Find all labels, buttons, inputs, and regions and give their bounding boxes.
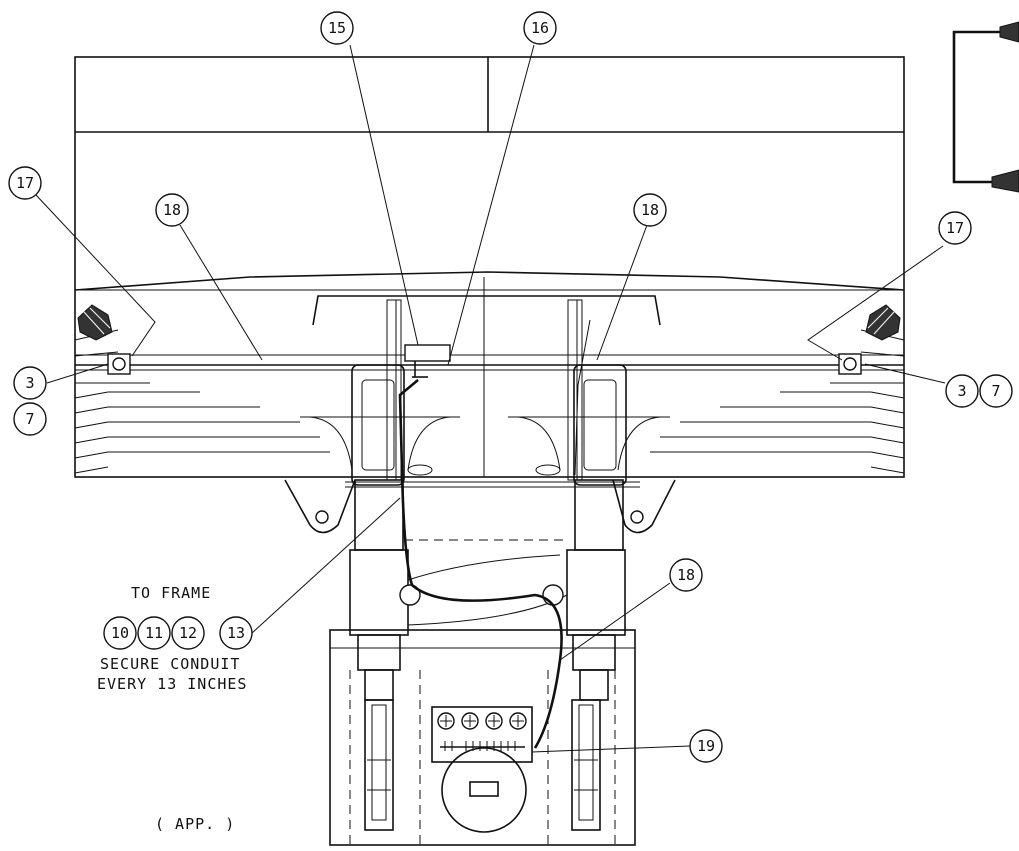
right-lug xyxy=(612,479,676,534)
callout-7-right: 7 xyxy=(979,374,1013,408)
left-pivot-arm xyxy=(349,364,409,701)
callout-12: 12 xyxy=(171,616,205,650)
terminal-strip xyxy=(431,706,533,763)
right-louvers xyxy=(650,329,905,474)
horn-brackets xyxy=(300,416,670,476)
callout-17-right: 17 xyxy=(938,211,972,245)
svg-text:10: 10 xyxy=(111,624,129,642)
callout-3-right: 3 xyxy=(945,374,979,408)
left-lug xyxy=(284,479,356,534)
housing-bottom-rail xyxy=(345,481,640,488)
callout-10: 10 xyxy=(103,616,137,650)
callout-11: 11 xyxy=(137,616,171,650)
svg-text:15: 15 xyxy=(328,19,346,37)
note-to-frame: TO FRAME xyxy=(131,584,211,602)
cross-member xyxy=(399,539,568,626)
svg-text:13: 13 xyxy=(227,624,245,642)
svg-text:17: 17 xyxy=(16,174,34,192)
right-corner-lamp xyxy=(865,304,901,341)
svg-text:3: 3 xyxy=(957,382,966,400)
callout-18-right: 18 xyxy=(633,193,667,227)
right-pivot-arm xyxy=(566,364,627,701)
note-secure-conduit-line2: EVERY 13 INCHES xyxy=(97,675,247,693)
callout-18-lower: 18 xyxy=(669,558,703,592)
callout-13: 13 xyxy=(219,616,253,650)
svg-text:19: 19 xyxy=(697,737,715,755)
svg-text:12: 12 xyxy=(179,624,197,642)
left-corner-lamp xyxy=(77,304,113,341)
left-mount-bolt xyxy=(107,353,131,375)
svg-text:16: 16 xyxy=(531,19,549,37)
callout-17-left: 17 xyxy=(8,166,42,200)
svg-text:7: 7 xyxy=(25,410,34,428)
svg-text:17: 17 xyxy=(946,219,964,237)
access-port xyxy=(441,747,527,833)
callout-15: 15 xyxy=(320,11,354,45)
note-approx: ( APP. ) xyxy=(155,815,235,833)
junction-box xyxy=(404,344,451,378)
leader-lines xyxy=(35,44,946,753)
left-louvers xyxy=(74,329,330,474)
right-pillar xyxy=(567,299,583,481)
callout-18-left: 18 xyxy=(155,193,189,227)
svg-text:3: 3 xyxy=(25,374,34,392)
callout-3-left: 3 xyxy=(13,366,47,400)
note-secure-conduit-line1: SECURE CONDUIT xyxy=(100,655,240,673)
svg-text:7: 7 xyxy=(991,382,1000,400)
top-right-trim xyxy=(952,21,1019,193)
base-enclosure xyxy=(329,629,636,846)
callout-7-left: 7 xyxy=(13,402,47,436)
right-mount-bolt xyxy=(838,353,862,375)
upper-housing xyxy=(74,56,905,478)
svg-text:18: 18 xyxy=(641,201,659,219)
svg-text:18: 18 xyxy=(163,201,181,219)
svg-text:11: 11 xyxy=(145,624,163,642)
callout-19: 19 xyxy=(689,729,723,763)
wiring-conduit xyxy=(398,319,591,749)
callout-16: 16 xyxy=(523,11,557,45)
svg-text:18: 18 xyxy=(677,566,695,584)
